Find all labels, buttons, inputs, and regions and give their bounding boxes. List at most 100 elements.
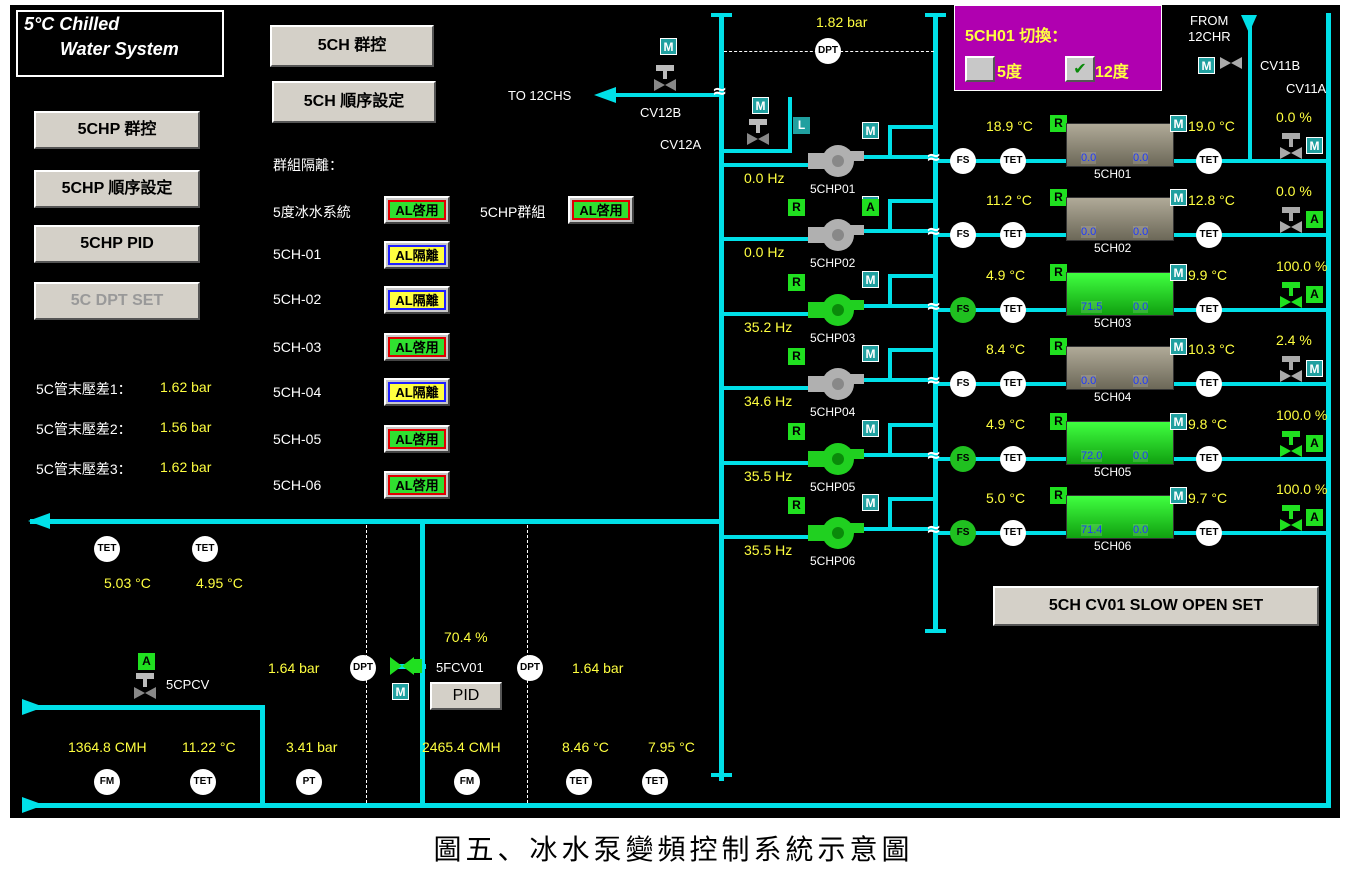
chiller-valve-icon[interactable] (1280, 431, 1302, 457)
tet-gauge: TET (1000, 297, 1026, 323)
mode-tag: M (392, 683, 409, 700)
mode-tag: M (1170, 115, 1187, 132)
run-tag: R (1050, 189, 1067, 206)
pump-name: 5CHP04 (810, 405, 856, 419)
option-12deg-label: 12度 (1095, 64, 1129, 81)
dpt-left-value: 1.64 bar (268, 660, 320, 676)
ch-group-button[interactable]: 5CH 群控 (270, 25, 434, 67)
chp-pid-button[interactable]: 5CHP PID (34, 225, 200, 263)
option-12deg-checkbox[interactable]: ✔ (1065, 56, 1095, 82)
pump-header-link (888, 423, 936, 427)
pump-riser-pipe (888, 125, 892, 157)
pipe-cap (711, 773, 732, 777)
cv12b-label: CV12B (640, 105, 682, 120)
option-5deg-label: 5度 (997, 64, 1022, 81)
pump-frequency: 34.6 Hz (744, 393, 793, 409)
run-tag: R (1050, 413, 1067, 430)
run-tag: R (1050, 115, 1067, 132)
pump-icon[interactable] (808, 368, 864, 402)
unit-isolation-toggle[interactable]: AL啓用 (384, 425, 450, 453)
system-isolation-toggle[interactable]: AL啓用 (384, 196, 450, 224)
mode-tag: M (1198, 57, 1215, 74)
pump-icon[interactable] (808, 294, 864, 328)
unit-isolation-toggle[interactable]: AL隔離 (384, 286, 450, 314)
to-12chs-pipe (606, 93, 724, 97)
flow-arrow-icon (28, 513, 50, 529)
fcv01-valve-icon[interactable] (390, 653, 422, 679)
tet-gauge: TET (1196, 148, 1222, 174)
top-dpt-value: 1.82 bar (816, 14, 868, 30)
chiller-name: 5CH03 (1094, 316, 1132, 330)
pump-discharge-pipe (856, 229, 936, 233)
system-title-line2: Water System (60, 39, 179, 59)
chiller-valve-icon[interactable] (1280, 356, 1302, 382)
unit-isolation-status: AL隔離 (388, 382, 446, 402)
option-5deg-checkbox[interactable] (965, 56, 995, 82)
chiller-valve-icon[interactable] (1280, 207, 1302, 233)
unit-label: 5CH-01 (273, 246, 322, 262)
pcv-valve-icon[interactable] (134, 673, 156, 699)
pipe-cap (925, 13, 946, 17)
flow-meter-gauge: FM (94, 769, 120, 795)
flow-arrow-icon (22, 699, 44, 715)
chiller-valve-icon[interactable] (1280, 505, 1302, 531)
pump-riser-pipe (888, 423, 892, 455)
temp1-value: 11.22 °C (182, 739, 236, 755)
chiller-valve-icon[interactable] (1280, 282, 1302, 308)
pump-icon[interactable] (808, 443, 864, 477)
unit-isolation-toggle[interactable]: AL啓用 (384, 471, 450, 499)
mode-tag: M (862, 420, 879, 437)
pump-suction-pipe (722, 312, 812, 316)
cv01-slow-open-button[interactable]: 5CH CV01 SLOW OPEN SET (993, 586, 1319, 626)
chiller-load-1: 0.0 (1081, 375, 1097, 387)
unit-isolation-toggle[interactable]: AL啓用 (384, 333, 450, 361)
fcv-pid-button[interactable]: PID (430, 682, 502, 710)
pump-icon[interactable] (808, 517, 864, 551)
chp-group-isolation-toggle[interactable]: AL啓用 (568, 196, 634, 224)
flow-switch-gauge: FS (950, 520, 976, 546)
ch-sequence-button[interactable]: 5CH 順序設定 (272, 81, 436, 123)
cv12a-riser (788, 97, 792, 153)
cv12b-valve-icon[interactable] (654, 65, 676, 91)
pump-riser-pipe (888, 348, 892, 380)
mode-tag: M (1170, 189, 1187, 206)
tet-gauge: TET (192, 536, 218, 562)
pipe-break-icon: ≈ (926, 445, 942, 466)
cv12a-valve-icon[interactable] (747, 119, 769, 145)
pump-discharge-pipe (856, 304, 936, 308)
run-tag: R (788, 497, 805, 514)
pump-frequency: 35.5 Hz (744, 542, 793, 558)
pump-name: 5CHP02 (810, 256, 856, 270)
pressure-diff-value: 1.56 bar (160, 419, 212, 435)
return-header-pipe (933, 13, 938, 633)
pump-frequency: 35.2 Hz (744, 319, 793, 335)
dpt-set-button[interactable]: 5C DPT SET (34, 282, 200, 320)
pump-icon[interactable] (808, 219, 864, 253)
mode-tag: A (138, 653, 155, 670)
mode-tag: M (1306, 137, 1323, 154)
unit-isolation-status: AL啓用 (388, 429, 446, 449)
scada-screen: 5°C Chilled Water System 5CHP 群控 5CHP 順序… (10, 5, 1340, 818)
pump-name: 5CHP01 (810, 182, 856, 196)
unit-isolation-toggle[interactable]: AL隔離 (384, 378, 450, 406)
unit-isolation-toggle[interactable]: AL隔離 (384, 241, 450, 269)
bypass-drop-pipe (260, 705, 265, 805)
chiller-outlet-temp: 9.8 °C (1188, 416, 1228, 432)
chp-group-button[interactable]: 5CHP 群控 (34, 111, 200, 149)
pump-icon[interactable] (808, 145, 864, 179)
cv11b-valve-icon[interactable] (1220, 53, 1242, 79)
chiller-outlet-temp: 9.7 °C (1188, 490, 1228, 506)
pump-discharge-pipe (856, 378, 936, 382)
chp-sequence-button[interactable]: 5CHP 順序設定 (34, 170, 200, 208)
chiller-name: 5CH01 (1094, 167, 1132, 181)
chiller-valve-icon[interactable] (1280, 133, 1302, 159)
chiller-inlet-temp: 18.9 °C (986, 118, 1033, 134)
mode-tag: A (862, 199, 879, 216)
pipe-break-icon: ≈ (712, 81, 728, 102)
